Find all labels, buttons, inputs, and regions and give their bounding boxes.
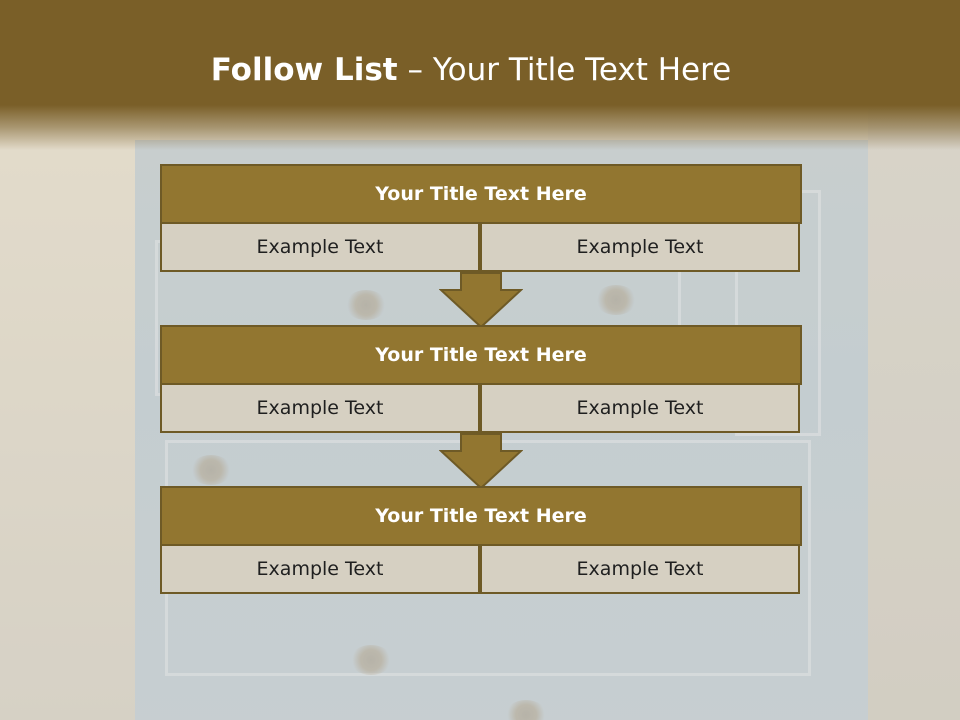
step-text-right: Example Text xyxy=(480,383,800,433)
cabinet-ornament xyxy=(190,455,232,485)
list-step: Your Title Text Here Example Text Exampl… xyxy=(160,486,802,594)
step-title: Your Title Text Here xyxy=(160,164,802,224)
slide-title-rest: – Your Title Text Here xyxy=(397,52,732,88)
step-text-left: Example Text xyxy=(160,383,480,433)
slide-title-bold: Follow List xyxy=(210,52,398,88)
slide-title: Follow List – Your Title Text Here xyxy=(0,52,942,88)
step-text-left: Example Text xyxy=(160,222,480,272)
step-text-right: Example Text xyxy=(480,222,800,272)
step-text-right: Example Text xyxy=(480,544,800,594)
cabinet-ornament xyxy=(350,645,392,675)
header-band xyxy=(0,0,960,150)
list-step: Your Title Text Here Example Text Exampl… xyxy=(160,164,802,272)
step-title: Your Title Text Here xyxy=(160,486,802,546)
cabinet-ornament xyxy=(345,290,387,320)
cabinet-ornament xyxy=(595,285,637,315)
step-text-left: Example Text xyxy=(160,544,480,594)
list-step: Your Title Text Here Example Text Exampl… xyxy=(160,325,802,433)
cabinet-ornament xyxy=(505,700,547,720)
down-arrow-icon xyxy=(439,433,523,489)
down-arrow-icon xyxy=(439,272,523,328)
step-title: Your Title Text Here xyxy=(160,325,802,385)
